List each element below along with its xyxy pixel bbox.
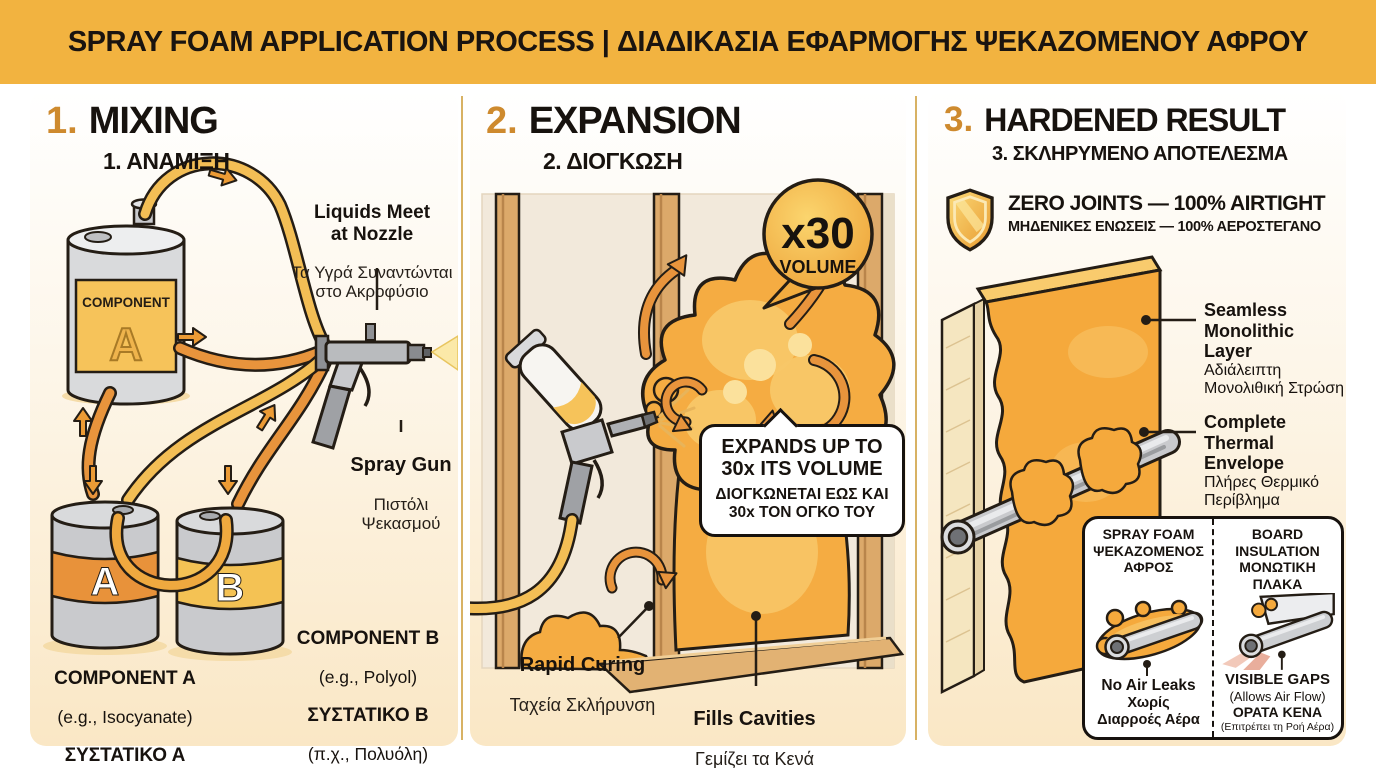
flow-arrows [73,167,277,495]
sealed-pipe-illustration [1095,599,1203,676]
cavity-foam-left [520,611,650,672]
step-title: HARDENED RESULT [984,102,1286,138]
mixing-illustration: COMPONENT A A [43,156,458,661]
comparison-spray-foam: SPRAY FOAM ΨΕΚΑΖΟΜΕΝΟΣ ΑΦΡΟΣ [1085,519,1214,737]
can-label-word: COMPONENT [82,295,171,310]
panel-expansion: 2. EXPANSION 2. ΔΙΟΓΚΩΣΗ x30 VOLUME EXPA… [470,90,906,768]
component-a-can: COMPONENT A [66,198,186,406]
drum-a-letter: A [91,560,120,604]
leader-lines [375,268,403,432]
drum-a: A [50,500,160,650]
step-subtitle-greek: 3. ΣΚΛΗΡΥΜΕΝΟ ΑΠΟΤΕΛΕΣΜΑ [992,143,1288,165]
hardened-heading: 3. HARDENED RESULT [944,100,1286,140]
gapped-pipe-illustration [1221,593,1335,671]
step-number: 1. [46,100,78,142]
comparison-box: SPRAY FOAM ΨΕΚΑΖΟΜΕΝΟΣ ΑΦΡΟΣ [1082,516,1344,740]
no-air-leaks-caption: No Air Leaks Χωρίς Διαρροές Αέρα [1097,677,1200,729]
volume-badge: x30 VOLUME [762,178,874,310]
drum-b-letter: B [216,566,245,610]
badge-value: x30 [781,209,854,258]
step-title: MIXING [88,100,219,142]
badge-label: VOLUME [779,257,856,277]
label-spray-gun: Spray Gun Πιστόλι Ψεκασμού [350,454,452,533]
step-title: EXPANSION [528,100,742,142]
label-seamless-layer: Seamless Monolithic Layer Αδιάλειπτη Μον… [1204,300,1344,397]
panel-mixing: COMPONENT A A [30,90,458,766]
foam-ooze [1009,427,1143,527]
comparison-board-insulation: BOARD INSULATION ΜΟΝΩΤΙΚΗ ΠΛΑΚΑ [1214,519,1341,737]
can-label-letter: A [109,318,142,370]
leader-lines [617,601,761,686]
panel-divider-1 [461,96,463,740]
panel-hardened-result: 3. HARDENED RESULT 3. ΣΚΛΗΡΥΜΕΝΟ ΑΠΟΤΕΛΕ… [928,90,1346,746]
expansion-callout: EXPANDS UP TO 30x ITS VOLUME ΔΙΟΓΚΩΝΕΤΑΙ… [699,424,905,537]
label-component-b: COMPONENT B (e.g., Polyol) ΣΥΣΤΑΤΙΚΟ Β (… [296,628,440,765]
spray-gun [311,323,458,450]
step-number: 2. [486,100,518,142]
label-thermal-envelope: Complete Thermal Envelope Πλήρες Θερμικό… [1204,412,1319,509]
step-subtitle-greek: 1. ΑΝΑΜΙΞΗ [103,148,230,174]
visible-gaps-caption: VISIBLE GAPS (Allows Air Flow) ΟΡΑΤΑ ΚΕΝ… [1220,671,1335,733]
shield-icon [946,188,994,252]
mixing-heading: 1. MIXING [46,100,219,143]
label-liquids-meet: Liquids Meet at Nozzle Τα Υγρά Συναντώντ… [291,202,453,302]
wall-board-layer [940,297,985,695]
panel-divider-2 [915,96,917,740]
step-number: 3. [944,100,974,139]
title-bar: SPRAY FOAM APPLICATION PROCESS | ΔΙΑΔΙΚΑ… [0,0,1376,84]
label-component-a: COMPONENT A (e.g., Isocyanate) ΣΥΣΤΑΤΙΚΟ… [54,668,196,767]
airtight-claim: ZERO JOINTS — 100% AIRTIGHT ΜΗΔΕΝΙΚΕΣ ΕΝ… [1008,192,1326,235]
label-fills-cavities: Fills Cavities Γεμίζει τα Κενά [693,708,816,768]
step-subtitle-greek: 2. ΔΙΟΓΚΩΣΗ [543,148,683,174]
leader-lines [1139,315,1196,437]
label-rapid-curing: Rapid Curing Ταχεία Σκλήρυνση [509,654,656,715]
main-title: SPRAY FOAM APPLICATION PROCESS | ΔΙΑΔΙΚΑ… [67,25,1309,58]
expansion-heading: 2. EXPANSION [486,100,742,143]
foam-gun [504,328,696,525]
